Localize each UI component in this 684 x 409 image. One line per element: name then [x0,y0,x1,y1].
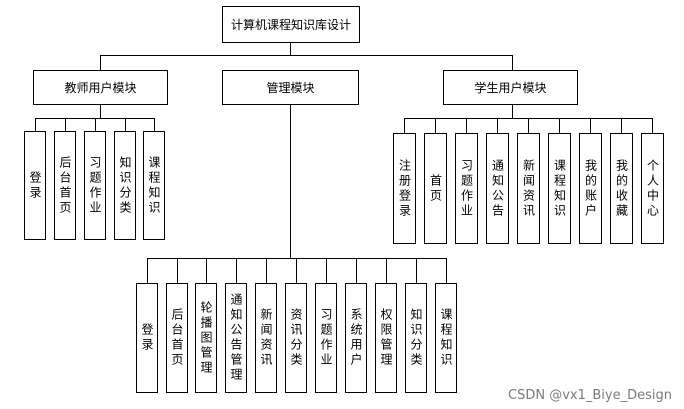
student-item: 我的账户 [579,133,602,244]
student-item: 首页 [424,133,447,244]
admin-item: 资讯分类 [285,283,307,393]
student-item: 习题作业 [455,133,478,244]
admin-item: 轮播图管理 [195,283,217,393]
student-item: 我的收藏 [610,133,633,244]
admin-item: 系统用户 [345,283,367,393]
admin-item: 权限管理 [375,283,397,393]
admin-item: 后台首页 [166,283,188,393]
teacher-module-node: 教师用户模块 [33,70,168,105]
teacher-item: 知识分类 [114,131,136,240]
admin-item: 习题作业 [315,283,337,393]
student-module-node: 学生用户模块 [443,70,578,105]
admin-item: 课程知识 [435,283,457,393]
student-item: 个人中心 [641,133,664,244]
teacher-item: 后台首页 [54,131,76,240]
admin-item: 知识分类 [405,283,427,393]
admin-item: 新闻资讯 [255,283,277,393]
admin-item: 登录 [136,283,158,393]
watermark-text: CSDN @vx1_Biye_Design [508,388,672,403]
admin-item: 通知公告管理 [225,283,247,393]
student-item: 新闻资讯 [517,133,540,244]
teacher-item: 课程知识 [143,131,165,240]
student-item: 注册登录 [393,133,416,244]
teacher-item: 登录 [24,131,46,240]
root-node: 计算机课程知识库设计 [222,6,360,43]
admin-module-node: 管理模块 [222,70,359,105]
student-item: 通知公告 [486,133,509,244]
teacher-item: 习题作业 [84,131,106,240]
student-item: 课程知识 [548,133,571,244]
